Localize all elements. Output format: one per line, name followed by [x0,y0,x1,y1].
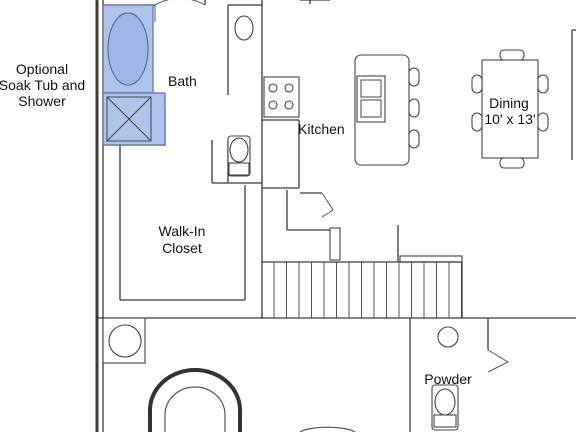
powder-room [409,318,510,432]
soak-tub [102,4,154,94]
label-dining: Dining [489,95,529,111]
label-walkin-line1: Walk-In [159,223,206,239]
label-bath: Bath [168,73,197,89]
lower-left-fixture [102,317,146,364]
label-powder: Powder [424,371,472,387]
staircase [262,261,463,318]
label-optional-line3: Shower [18,93,66,109]
label-kitchen: Kitchen [298,121,345,137]
shower [102,92,166,146]
bath-toilet [227,135,251,177]
stove-cooktop [263,76,300,118]
label-optional-line2: Soak Tub and [0,77,85,93]
kitchen-island [354,54,420,166]
bath-sink [234,15,254,41]
entry-walls [286,190,463,263]
label-walkin-line2: Closet [162,240,202,256]
label-dining-size: 10' x 13' [484,111,535,127]
lower-chair [148,368,356,432]
dining-table [471,49,549,169]
label-optional-line1: Optional [16,61,68,77]
room-labels: Optional Soak Tub and Shower Bath Kitche… [0,61,536,387]
